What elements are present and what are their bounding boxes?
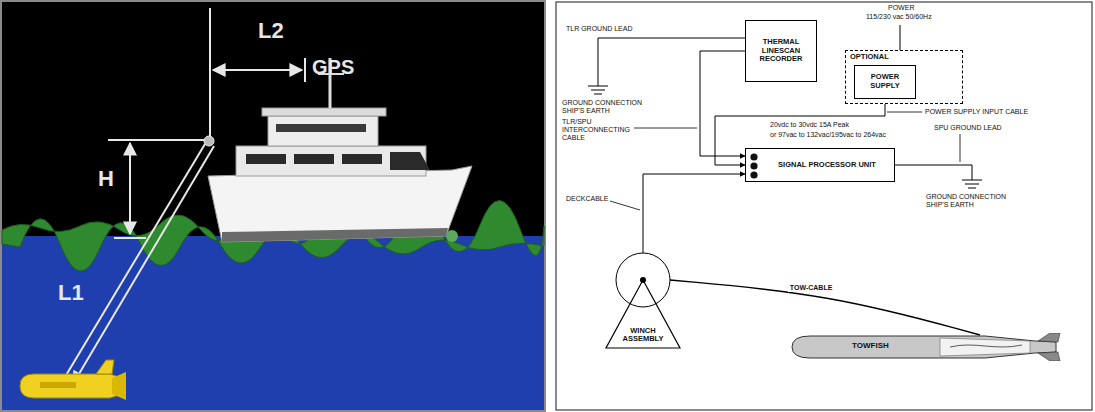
ground-wire [962, 180, 982, 181]
boat [446, 230, 458, 242]
towfish-illustration [20, 374, 122, 398]
boat [222, 228, 448, 242]
node-text: OPTIONAL [850, 53, 889, 62]
boat [342, 154, 382, 164]
node-text: POWER SUPPLY [859, 73, 911, 90]
tow-line [62, 136, 214, 384]
dimension-lines [209, 8, 211, 138]
boat [294, 154, 334, 164]
cable-label: POWER SUPPLY INPUT CABLE [925, 108, 1028, 116]
boat [208, 58, 472, 242]
dimension-lines [304, 58, 306, 82]
socket [750, 162, 757, 169]
towfish-fin [1038, 333, 1060, 361]
tow-line [73, 146, 214, 384]
winch-hub [640, 277, 646, 283]
tow-cable [670, 280, 980, 335]
towfish-illustration [20, 360, 126, 400]
lead-label: TLR GROUND LEAD [566, 25, 633, 33]
boat [276, 124, 366, 132]
optional-group: OPTIONAL POWER SUPPLY [845, 50, 963, 104]
ground-wire [594, 94, 602, 95]
dimension-lines [129, 143, 131, 234]
ground-wire [591, 90, 605, 91]
cable [700, 51, 745, 156]
node-text: WINCH ASSEMBLY [618, 327, 668, 344]
power-rating: 115/230 vac 50/60Hz [866, 13, 932, 21]
ground-wire [968, 188, 976, 189]
recorder-box: THERMAL LINESCAN RECORDER [745, 20, 817, 82]
panel-frame [556, 2, 1092, 410]
cable-label: DECKCABLE [566, 195, 608, 203]
ground-wire [965, 184, 979, 185]
boat [208, 166, 472, 242]
power-label: POWER [888, 4, 914, 12]
towfish-section [940, 338, 1030, 356]
leader-line [610, 201, 640, 210]
processor-box: SIGNAL PROCESSOR UNIT [745, 148, 895, 182]
boat [268, 116, 378, 146]
antenna-label: GPS [312, 56, 354, 79]
ground-wire [598, 38, 745, 86]
boat [262, 108, 386, 116]
cable-label: TOW-CABLE [788, 284, 835, 292]
towfish-body [790, 333, 1062, 361]
supply-rating: 20vdc to 30vdc 15A Peak [770, 121, 849, 129]
internal-wire [950, 345, 1022, 347]
tow-line [62, 144, 205, 382]
ground-wire [588, 86, 608, 87]
winch-drum [616, 253, 670, 307]
towfish-illustration [112, 372, 126, 400]
node-text: SIGNAL PROCESSOR UNIT [778, 161, 876, 170]
lead-label: SPU GROUND LEAD [934, 124, 1002, 132]
socket [750, 153, 757, 160]
ground-label: GROUND CONNECTION SHIP'S EARTH [562, 99, 646, 115]
ground-label: GROUND CONNECTION SHIP'S EARTH [926, 193, 1010, 209]
socket [750, 171, 757, 178]
sky-panel [1, 1, 545, 411]
leader-line [887, 112, 922, 113]
winch-stand [606, 280, 680, 348]
boat [246, 154, 286, 164]
panel-frame [556, 2, 1092, 410]
sky-panel [1, 1, 545, 411]
cable-label: TLR/SPU INTERCONNECTING CABLE [562, 118, 632, 142]
dimension-lines [108, 8, 305, 238]
leader-line [634, 128, 697, 129]
ground-wire [588, 38, 982, 188]
power-supply-box: POWER SUPPLY [854, 65, 916, 99]
boat [390, 152, 430, 170]
node-text: THERMAL LINESCAN RECORDER [750, 38, 812, 64]
ground-wire [895, 165, 972, 180]
towfish-illustration [40, 382, 76, 388]
dimension-label: L1 [58, 280, 84, 305]
dimension-lines [108, 139, 205, 141]
towfish: TOWFISH [790, 333, 1062, 361]
connector-sockets [746, 149, 762, 183]
dimension-label: L2 [258, 18, 284, 43]
node-text: TOWFISH [852, 341, 889, 350]
winch-assembly: WINCH ASSEMBLY [604, 250, 682, 350]
dimension-label: H [98, 166, 114, 191]
cable [643, 174, 745, 253]
towfish-hull [792, 336, 1056, 358]
dimension-lines [213, 69, 302, 71]
leader-line [960, 134, 961, 162]
supply-rating: or 97vac to 132vac/195vac to 264vac [770, 131, 886, 139]
leader-line [610, 112, 960, 210]
dimension-lines [114, 237, 146, 239]
towfish-illustration [96, 360, 114, 374]
tow-line [204, 136, 214, 146]
